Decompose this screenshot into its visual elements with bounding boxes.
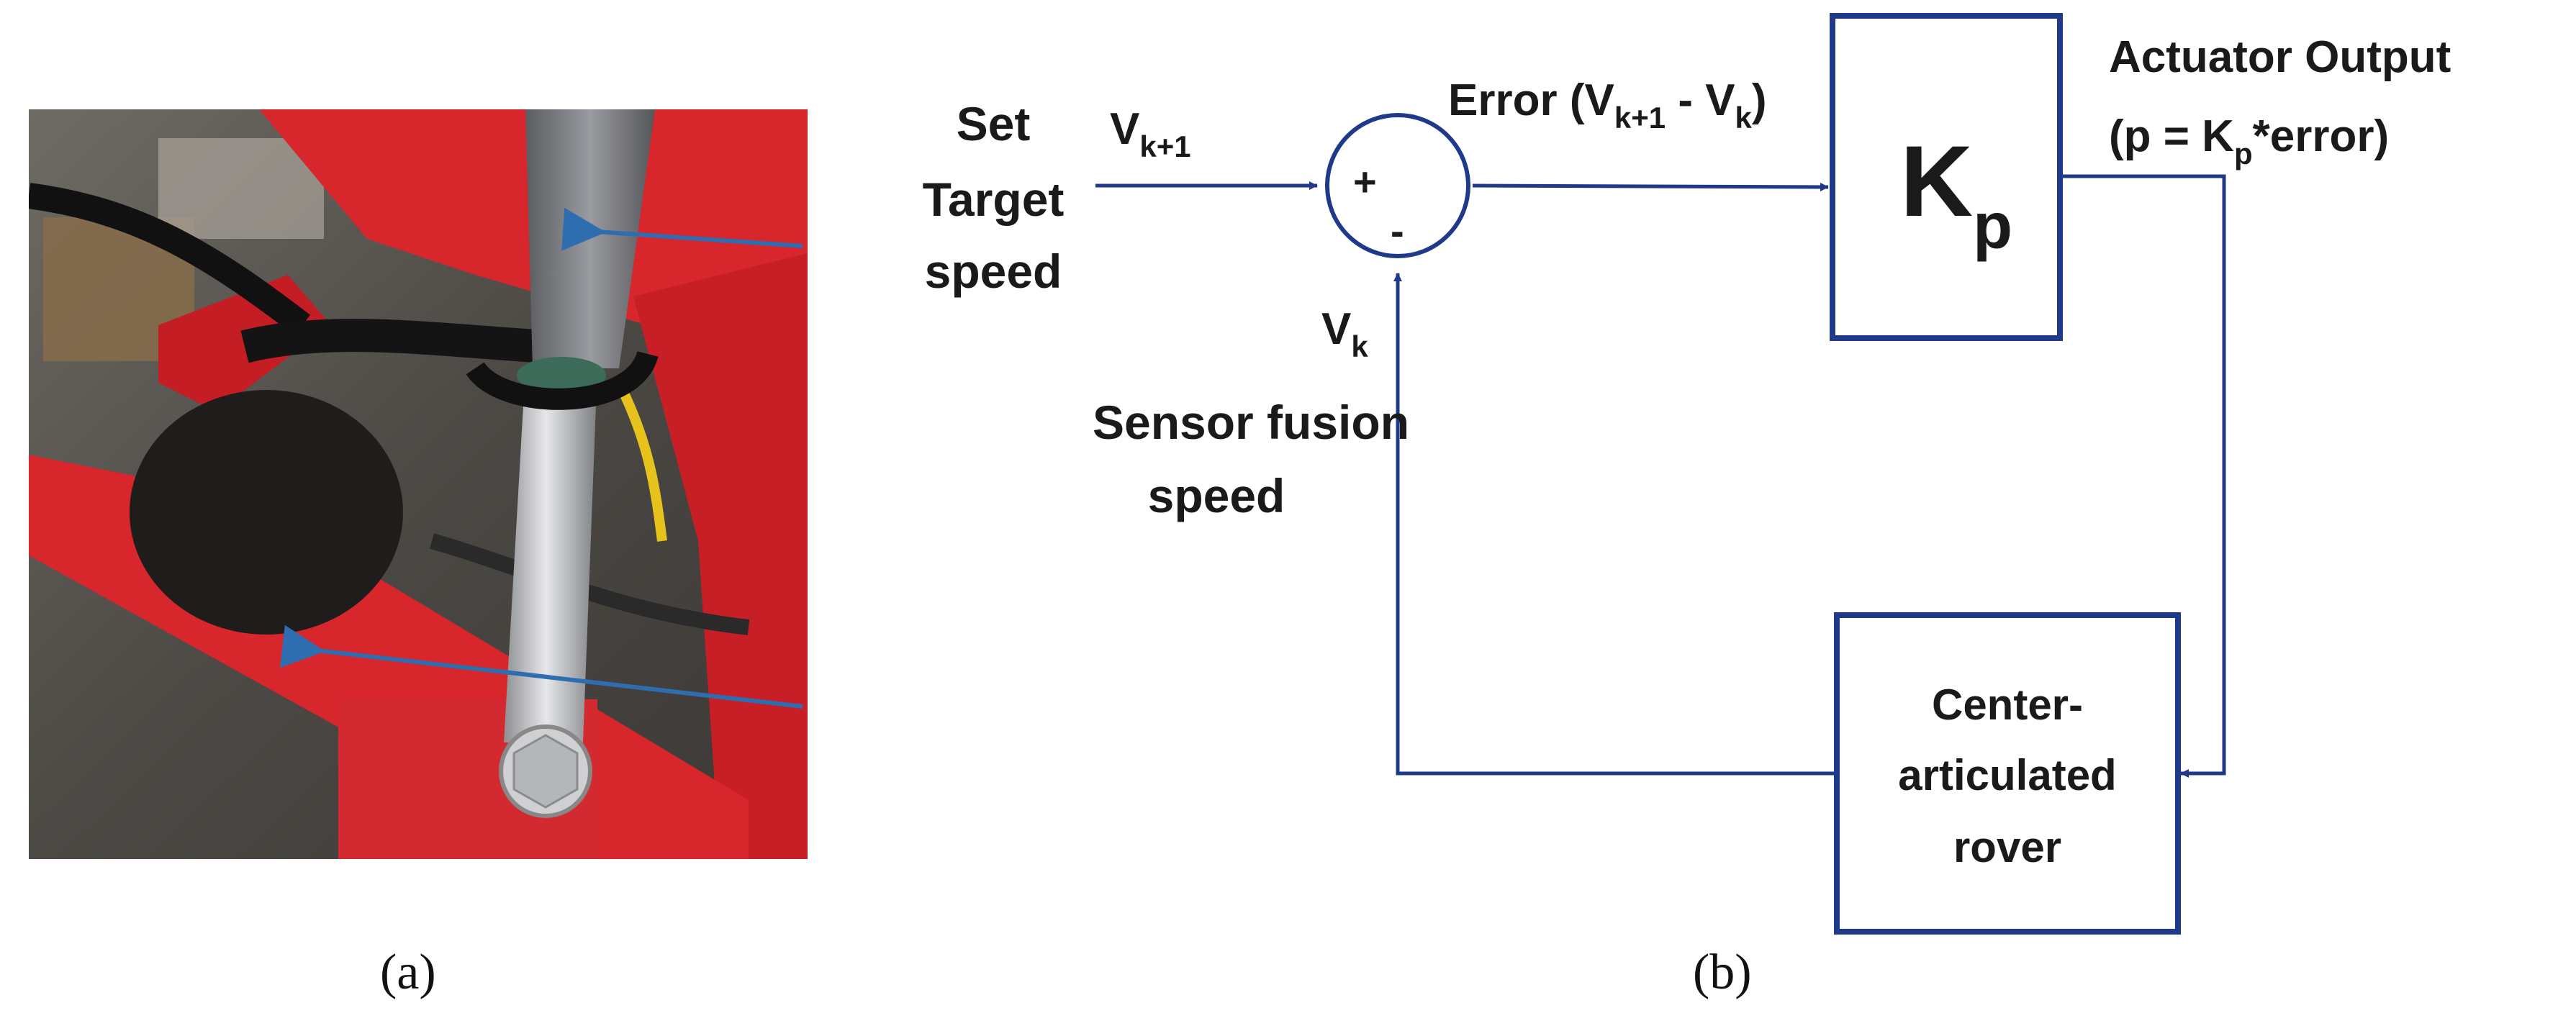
- indicator-arrow-top: [561, 207, 803, 251]
- gain-label: Kp: [1900, 124, 2012, 263]
- rod-collar: [517, 357, 606, 394]
- actuator-output-line2: (p = Kp*error): [2109, 112, 2389, 171]
- summing-junction: [1325, 113, 1470, 258]
- cable-4: [614, 380, 667, 542]
- hex-bolt-head: [512, 734, 579, 809]
- caption-a: (a): [380, 945, 436, 1000]
- feedback-line: [1393, 273, 1834, 776]
- error-line: [1472, 182, 1829, 191]
- sum-minus-sign: -: [1391, 208, 1404, 253]
- error-label: Error (Vk+1 - Vk): [1448, 76, 1767, 135]
- sensor-fusion-line2: speed: [1148, 469, 1285, 522]
- actuator-photo: [29, 109, 808, 859]
- actuator-output-line1: Actuator Output: [2109, 32, 2451, 82]
- v-next-label: Vk+1: [1110, 104, 1191, 163]
- sum-plus-sign: +: [1353, 159, 1377, 204]
- cable-1: [29, 183, 310, 336]
- motor-body: [130, 390, 403, 635]
- red-frame-right: [633, 253, 808, 859]
- actuator-rod: [504, 368, 597, 742]
- actuator-output-line: [2060, 174, 2226, 778]
- plant-block: [1834, 612, 2181, 935]
- plant-label-line3: rover: [1953, 823, 2061, 871]
- plant-label-line1: Center-: [1932, 681, 2083, 729]
- clamp-strap: [466, 350, 659, 410]
- caption-b: (b): [1693, 945, 1752, 1000]
- set-target-line3: speed: [925, 245, 1062, 298]
- indicator-arrow-bottom: [279, 624, 803, 709]
- plant-label-line2: articulated: [1898, 751, 2116, 799]
- cable-2: [240, 319, 548, 363]
- set-target-line2: Target: [923, 173, 1065, 226]
- gain-block: [1830, 13, 2063, 341]
- bench-top: [158, 138, 324, 239]
- set-target-line1: Set: [957, 97, 1031, 150]
- v-now-label: Vk: [1321, 304, 1368, 363]
- sensor-fusion-line1: Sensor fusion: [1093, 396, 1409, 449]
